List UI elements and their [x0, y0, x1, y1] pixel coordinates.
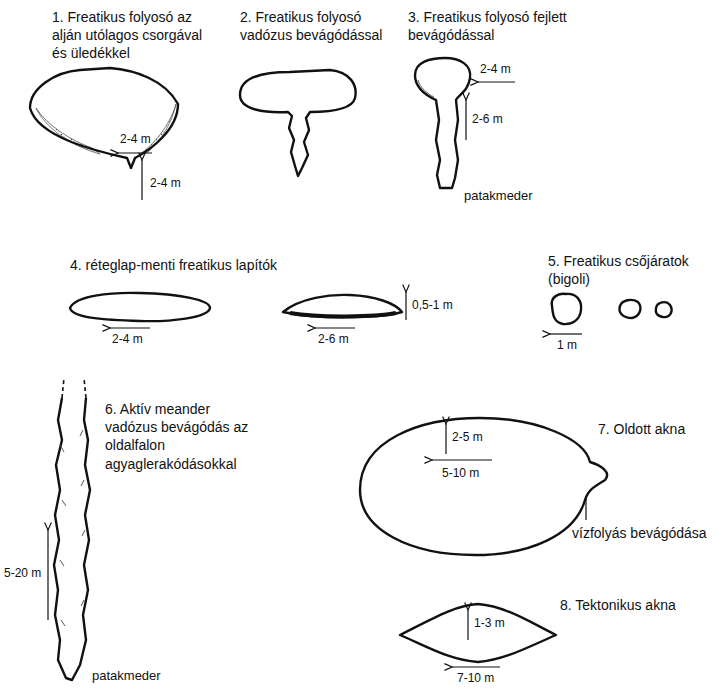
- dimension-label: 2-6 m: [318, 332, 349, 348]
- dimension-label: 1 m: [557, 338, 577, 354]
- caption-label: 4. réteglap-menti freatikus lapítók: [70, 256, 277, 274]
- dimension-label: 2-5 m: [452, 430, 483, 446]
- dimension-label: 2-6 m: [472, 112, 503, 128]
- dimension-label: 2-4 m: [112, 332, 143, 348]
- caption-label: 1. Freatikus folyosó az alján utólagos c…: [52, 8, 212, 63]
- dimension-label: 5-10 m: [442, 466, 479, 482]
- caption-label: 5. Freatikus csőjáratok (bigoli): [548, 252, 713, 288]
- caption-label: 6. Aktív meander vadózus bevágódás az ol…: [105, 400, 250, 473]
- dimension-label: 2-4 m: [480, 62, 511, 78]
- note-label: vízfolyás bevágódása: [572, 524, 707, 542]
- dimension-label: 7-10 m: [457, 671, 494, 687]
- dimension-label: 2-4 m: [150, 176, 181, 192]
- dimension-label: 2-4 m: [120, 132, 151, 148]
- caption-label: 8. Tektonikus akna: [560, 596, 676, 614]
- dimension-label: 0,5-1 m: [412, 298, 453, 314]
- dimension-label: 1-3 m: [474, 616, 505, 632]
- note-label: patakmeder: [464, 188, 533, 205]
- note-label: patakmeder: [92, 668, 161, 685]
- caption-label: 7. Oldott akna: [598, 420, 685, 438]
- caption-label: 2. Freatikus folyosó vadózus bevágódássa…: [240, 8, 400, 44]
- dimension-label: 5-20 m: [4, 566, 41, 582]
- caption-label: 3. Freatikus folyosó fejlett bevágódássa…: [408, 8, 568, 44]
